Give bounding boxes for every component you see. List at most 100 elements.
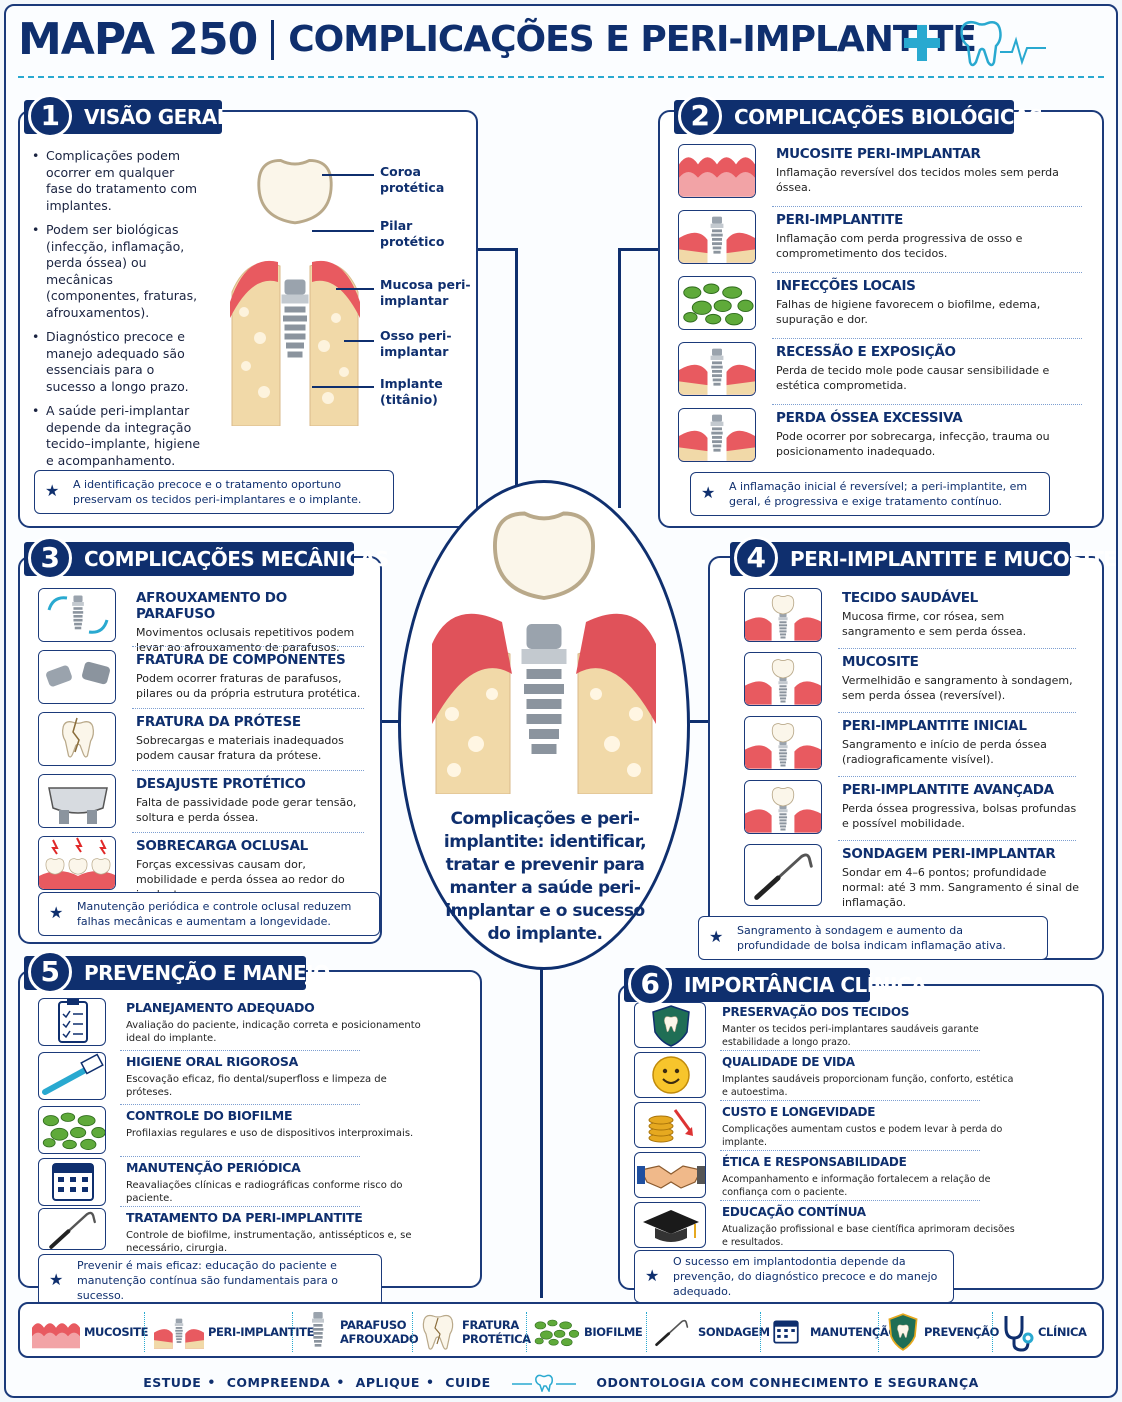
overview-bullet: A saúde peri-implantar depende da integr… bbox=[32, 403, 202, 469]
center-message: Complicações e peri-implantite: identifi… bbox=[443, 809, 647, 944]
biofilm-icon bbox=[678, 276, 756, 330]
prev-item-title: TRATAMENTO DA PERI-IMPLANTITE bbox=[126, 1210, 363, 1225]
panel-biological: MUCOSITE PERI-IMPLANTAR Inflamação revers… bbox=[658, 110, 1104, 528]
section-title-text: VISÃO GERAL bbox=[84, 105, 229, 129]
star-icon: ★ bbox=[49, 1269, 64, 1289]
divider bbox=[772, 272, 1082, 273]
checklist-icon bbox=[38, 998, 106, 1046]
bio-item: PERDA ÓSSEA EXCESSIVA Pode ocorrer por so… bbox=[678, 408, 1066, 462]
legend-label: FRATURA PROTÉTICA bbox=[462, 1318, 531, 1346]
stage-item-title: MUCOSITE bbox=[842, 654, 919, 670]
bio-item-title: MUCOSITE PERI-IMPLANTAR bbox=[776, 146, 981, 162]
divider bbox=[720, 1200, 980, 1201]
clin-item-desc: Atualização profissional e base científi… bbox=[722, 1224, 1015, 1248]
divider bbox=[772, 206, 1082, 207]
legend-label: PREVENÇÃO bbox=[924, 1325, 1000, 1339]
label-mucosa: Mucosa peri-implantar bbox=[380, 277, 471, 308]
cracked-tooth-icon bbox=[418, 1312, 458, 1352]
map-number: MAPA 250 bbox=[18, 14, 258, 65]
legend-item-mucosite: MUCOSITE bbox=[32, 1310, 148, 1354]
bio-item: MUCOSITE PERI-IMPLANTAR Inflamação revers… bbox=[678, 144, 1066, 198]
stethoscope-icon bbox=[1004, 1316, 1034, 1352]
mech-item: FRATURA DE COMPONENTES Podem ocorrer frat… bbox=[38, 650, 362, 704]
footer-word: COMPREENDA bbox=[226, 1374, 331, 1390]
divider bbox=[120, 1104, 360, 1105]
legend-item-maintenance: MANUTENÇÃO bbox=[766, 1310, 898, 1354]
mech-item-desc: Podem ocorrer fraturas de parafusos, pil… bbox=[136, 672, 361, 700]
biofilm-icon bbox=[532, 1312, 580, 1352]
prev-item-title: CONTROLE DO BIOFILME bbox=[126, 1108, 293, 1123]
prev-item-desc: Escovação eficaz, fio dental/superfloss … bbox=[126, 1074, 387, 1098]
bio-item-desc: Pode ocorrer por sobrecarga, infecção, t… bbox=[776, 430, 1050, 458]
connector bbox=[618, 248, 658, 251]
connector bbox=[690, 720, 710, 723]
legend-divider bbox=[878, 1312, 879, 1352]
section-title-text: PREVENÇÃO E MANEJO bbox=[84, 961, 330, 985]
connector bbox=[478, 248, 518, 251]
connector bbox=[540, 968, 543, 1298]
divider bbox=[132, 646, 364, 647]
mucositis-icon bbox=[744, 652, 822, 706]
legend-item-biofilm: BIOFILME bbox=[532, 1310, 643, 1354]
overview-note: ★A identificação precoce e o tratamento … bbox=[34, 470, 394, 514]
healthy-tissue-icon bbox=[744, 588, 822, 642]
footer-tagline: ODONTOLOGIA COM CONHECIMENTO E SEGURANÇA bbox=[596, 1374, 979, 1390]
clin-item-title: CUSTO E LONGEVIDADE bbox=[722, 1105, 876, 1119]
section-number: 6 bbox=[628, 962, 672, 1006]
probe-icon bbox=[744, 844, 822, 906]
prevention-note-text: Prevenir é mais eficaz: educação do paci… bbox=[77, 1259, 339, 1302]
bio-item-desc: Inflamação reversível dos tecidos moles … bbox=[776, 166, 1059, 194]
divider bbox=[132, 832, 364, 833]
legend-label: PERI-IMPLANTITE bbox=[208, 1325, 315, 1339]
legend-item-prevention: PREVENÇÃO bbox=[886, 1310, 999, 1354]
clinical-note: ★O sucesso em implantodontia depende da … bbox=[634, 1250, 954, 1303]
divider bbox=[720, 1050, 980, 1051]
legend-label: SONDAGEM bbox=[698, 1325, 770, 1339]
biofilm-control-icon bbox=[38, 1106, 106, 1154]
divider bbox=[132, 770, 364, 771]
leader-line bbox=[312, 386, 374, 388]
label-implant: Implante (titânio) bbox=[380, 376, 443, 407]
panel-overview: Complicações podem ocorrer em qualquer f… bbox=[18, 110, 478, 528]
footer: ESTUDE• COMPREENDA• APLIQUE• CUIDE ODONT… bbox=[0, 1374, 1122, 1394]
center-implant-illustration bbox=[432, 494, 656, 794]
prev-item-title: MANUTENÇÃO PERIÓDICA bbox=[126, 1160, 301, 1175]
connector bbox=[618, 248, 621, 508]
periimplantitis-note: ★Sangramento à sondagem e aumento da pro… bbox=[698, 916, 1048, 960]
leader-line bbox=[312, 230, 374, 232]
cracked-tooth-icon bbox=[38, 712, 116, 766]
gum-icon bbox=[32, 1312, 80, 1352]
footer-word: APLIQUE bbox=[355, 1374, 420, 1390]
screw-icon bbox=[300, 1312, 336, 1352]
biological-note-text: A inflamação inicial é reversível; a per… bbox=[729, 480, 1028, 508]
star-icon: ★ bbox=[709, 927, 724, 946]
overview-note-text: A identificação precoce e o tratamento o… bbox=[73, 478, 362, 506]
overview-bullet: Podem ser biológicas (infecção, inflamaç… bbox=[32, 222, 202, 321]
tooth-outline-icon bbox=[960, 20, 1002, 67]
curette-icon bbox=[38, 1208, 106, 1250]
legend-bar: MUCOSITE PERI-IMPLANTITE PARAFUSO AFROUX… bbox=[18, 1302, 1104, 1358]
legend-item-probing: SONDAGEM bbox=[650, 1310, 770, 1354]
section-number: 1 bbox=[28, 94, 72, 138]
legend-divider bbox=[292, 1312, 293, 1352]
clin-item-desc: Acompanhamento e informação fortalecem a… bbox=[722, 1174, 991, 1198]
bio-item-title: PERDA ÓSSEA EXCESSIVA bbox=[776, 410, 963, 426]
leader-line bbox=[336, 288, 374, 290]
implant-anatomy-illustration bbox=[230, 158, 360, 426]
mech-item-title: FRATURA DE COMPONENTES bbox=[136, 652, 346, 668]
section-title-text: COMPLICAÇÕES MECÂNICAS bbox=[84, 547, 389, 571]
divider bbox=[838, 776, 1076, 777]
divider bbox=[120, 1156, 360, 1157]
heartbeat-icon bbox=[1000, 36, 1046, 66]
header-icons bbox=[904, 20, 1046, 67]
tooth-heartbeat-icon bbox=[511, 1374, 576, 1394]
leader-line bbox=[322, 174, 374, 176]
